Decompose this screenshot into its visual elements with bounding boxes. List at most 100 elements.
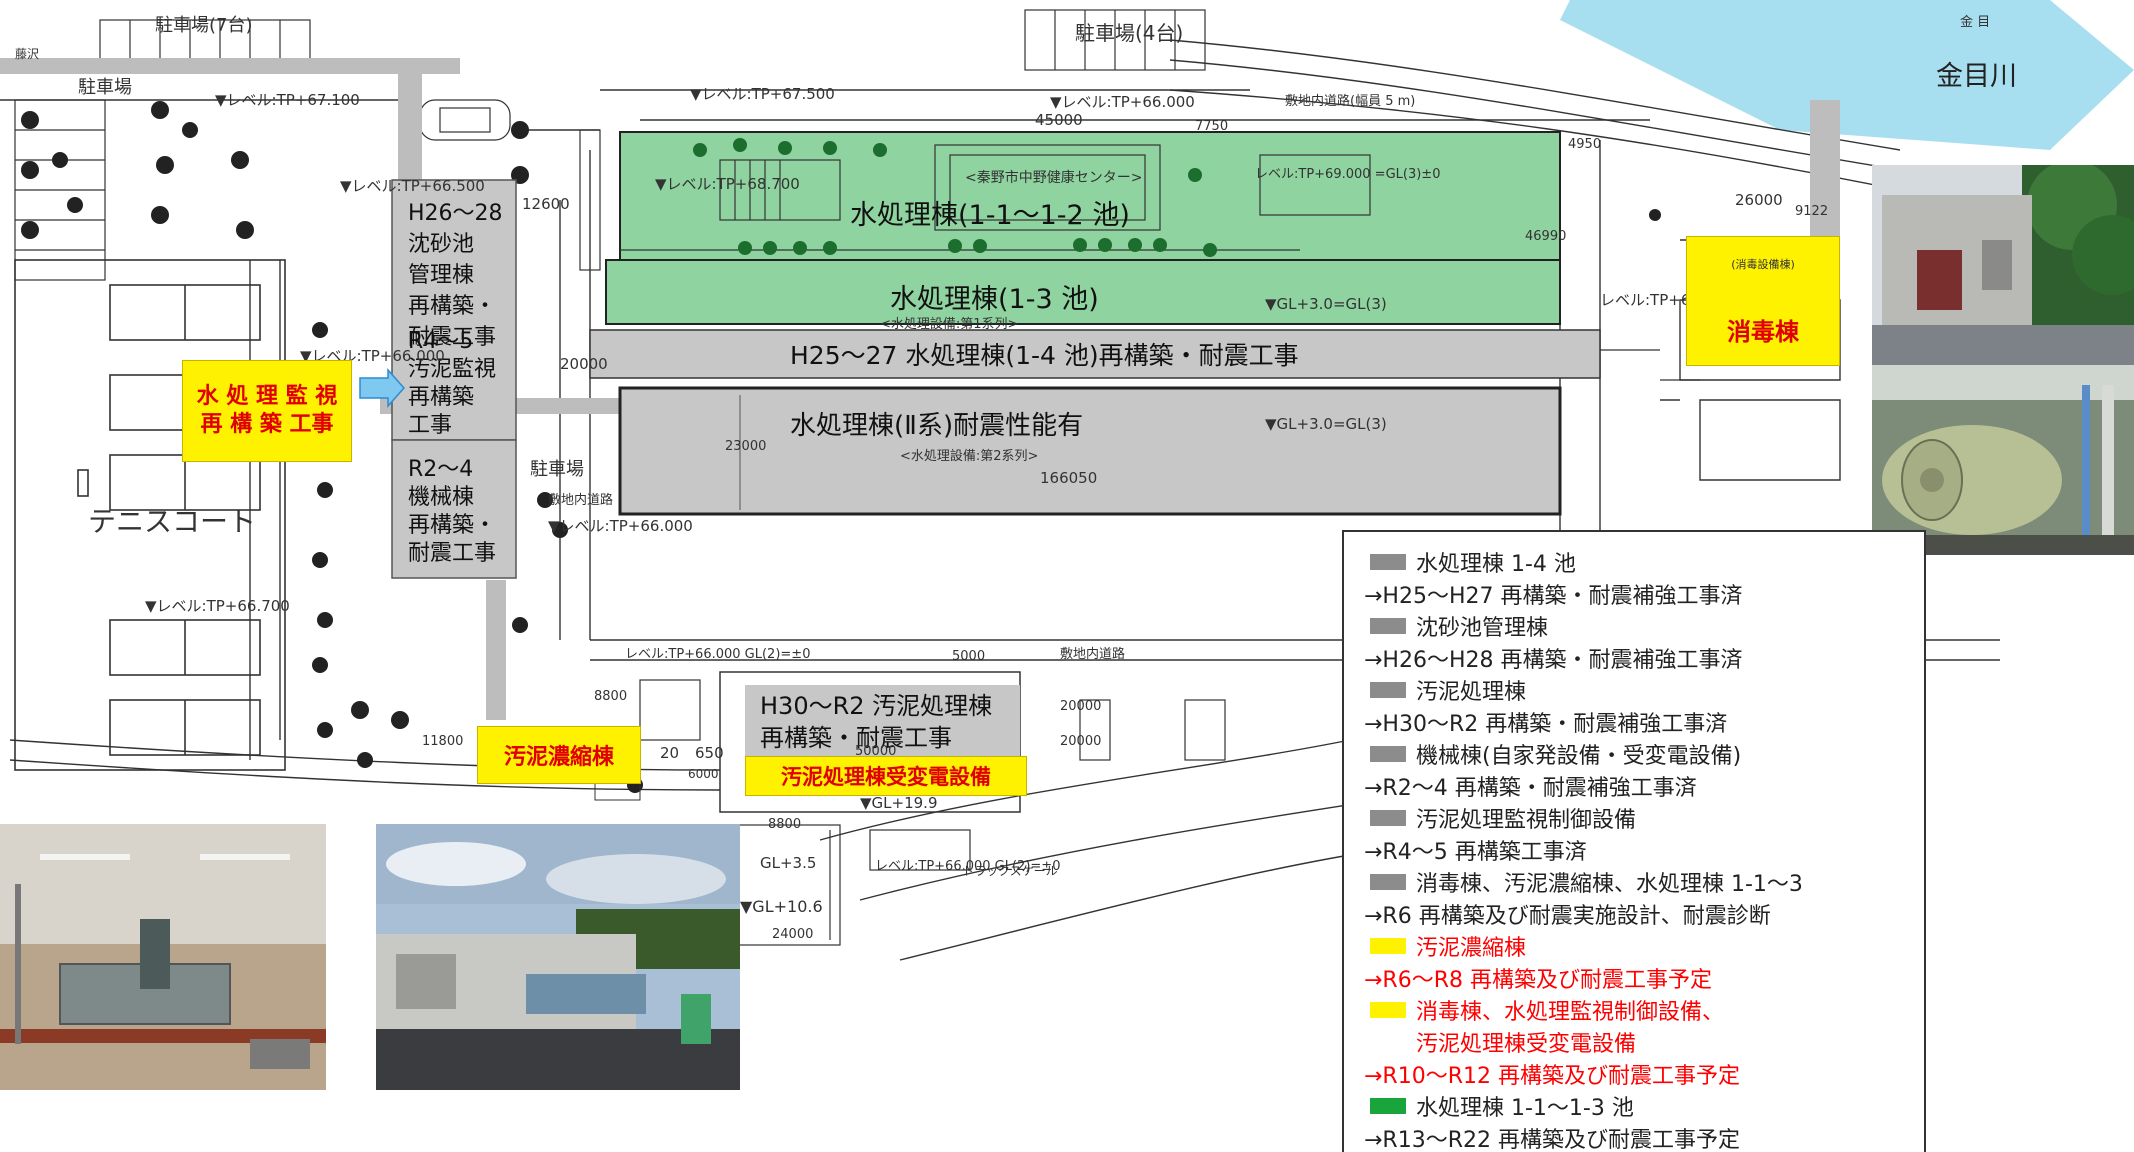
- water-treatment-1-1-2: [619, 131, 1561, 261]
- legend-label-3: 汚泥処理棟: [1416, 680, 1527, 705]
- sand-line-1: H26～28: [408, 201, 503, 226]
- legend-label-9: 水処理棟 1-1～1-3 池: [1416, 1096, 1634, 1121]
- photo-sludge-interior-art: [0, 824, 326, 1090]
- road-label-3: 敷地内道路: [548, 493, 614, 508]
- legend-label-6: 消毒棟、汚泥濃縮棟、水処理棟 1-1～3: [1416, 872, 1803, 897]
- label-water-system-2: 水処理棟(Ⅱ系)耐震性能有: [790, 411, 1084, 441]
- machine-line-2: 機械棟: [408, 485, 475, 510]
- label-parking-left: 駐車場: [78, 77, 132, 98]
- sludge-treatment-gray: [745, 685, 1020, 757]
- elev-3: ▼レベル:TP+66.000: [1050, 93, 1195, 111]
- legend-swatch-5: [1370, 810, 1406, 826]
- road-label-1: 敷地内道路(幅員 5 m): [1285, 94, 1416, 109]
- label-water-1-3: 水処理棟(1-3 池): [890, 284, 1099, 315]
- label-tennis-court: テニスコート: [88, 505, 257, 538]
- machine-line-1: R2～4: [408, 457, 474, 482]
- legend-note-9: →R13～R22 再構築及び耐震工事予定: [1364, 1128, 1740, 1152]
- photo-sludge-exterior-art: [376, 824, 740, 1090]
- legend-label-2: 沈砂池管理棟: [1416, 616, 1549, 641]
- dim-15: 20: [660, 744, 680, 762]
- plate-thickening: 汚泥濃縮棟: [477, 726, 641, 784]
- legend-item-2: 沈砂池管理棟: [1370, 610, 1548, 642]
- water-treatment-system-2: [618, 386, 1562, 516]
- legend-note-8: →R10～R12 再構築及び耐震工事予定: [1364, 1064, 1740, 1089]
- dim-14: 11800: [422, 734, 464, 749]
- legend-label-5: 汚泥処理監視制御設備: [1416, 808, 1637, 833]
- legend-item-6: 消毒棟、汚泥濃縮棟、水処理棟 1-1～3: [1370, 866, 1803, 898]
- dim-12: 20000: [1060, 734, 1102, 749]
- plate-water-monitor: 水 処 理 監 視 再 構 築 工事: [182, 360, 352, 462]
- dim-11: 20000: [560, 355, 608, 373]
- sludge-treat-line-2: 再構築・耐震工事: [760, 724, 952, 752]
- legend-swatch-2: [1370, 618, 1406, 634]
- legend-note-3: →H30～R2 再構築・耐震補強工事済: [1364, 712, 1728, 737]
- legend-item-7: 汚泥濃縮棟: [1370, 930, 1526, 962]
- dim-2: 7750: [1195, 119, 1229, 134]
- plate-substation: 汚泥処理棟受変電設備: [745, 756, 1027, 796]
- monitor-line-4: 工事: [408, 413, 453, 438]
- label-sludge-monitor: R4～5 汚泥監視 再構築 工事: [408, 328, 496, 440]
- label-sand-building: H26～28 沈砂池 管理棟 再構築・ 耐震工事: [408, 198, 503, 353]
- photo-disinfection-exterior: [1872, 165, 2134, 365]
- water-treatment-1-3: [605, 259, 1561, 325]
- label-parking-4: 駐車場(4台): [1075, 21, 1184, 45]
- legend-item-3: 汚泥処理棟: [1370, 674, 1526, 706]
- dim-6: 9122: [1795, 204, 1829, 219]
- legend-swatch-4: [1370, 746, 1406, 762]
- river-label: 金目川: [1936, 61, 2017, 92]
- elev-16: ▼GL+19.9: [860, 794, 938, 812]
- elev-2: ▼レベル:TP+67.100: [215, 91, 360, 109]
- label-water-1-3-sub: <水処理設備:第1系列>: [880, 317, 1019, 332]
- machine-line-3: 再構築・: [408, 513, 497, 538]
- legend-item-5: 汚泥処理監視制御設備: [1370, 802, 1636, 834]
- legend-label-7: 汚泥濃縮棟: [1416, 936, 1527, 961]
- plate-disinfection-label: 消毒棟: [1727, 317, 1799, 346]
- legend-panel: 水処理棟 1-4 池 →H25～H27 再構築・耐震補強工事済 沈砂池管理棟 →…: [1342, 530, 1926, 1152]
- dim-21: 8800: [768, 817, 802, 832]
- monitor-line-2: 汚泥監視: [408, 357, 497, 382]
- dim-22: 24000: [772, 927, 814, 942]
- elev-15: GL+3.5: [760, 854, 817, 872]
- elev-4: ▼レベル:TP+68.700: [655, 175, 800, 193]
- legend-item-4: 機械棟(自家発設備・受変電設備): [1370, 738, 1741, 770]
- dim-3: 4950: [1568, 137, 1602, 152]
- plate-disinfection: (消毒設備棟) 消毒棟: [1686, 236, 1840, 366]
- corridor-bottom: [486, 580, 506, 720]
- elev-11: レベル:TP+66.000 GL(2)=±0: [625, 647, 811, 662]
- elev-6: ▼レベル:TP+66.500: [340, 177, 485, 195]
- label-parking-7: 駐車場(7台): [155, 15, 253, 36]
- dim-20: 20000: [1060, 699, 1102, 714]
- corridor-vertical: [398, 60, 422, 180]
- label-center-name: <秦野市中野健康センター>: [965, 170, 1143, 186]
- monitor-line-3: 再構築: [408, 385, 475, 410]
- legend-swatch-7: [1370, 938, 1406, 954]
- label-machine-building: R2～4 機械棟 再構築・ 耐震工事: [408, 456, 496, 568]
- legend-swatch-9: [1370, 1098, 1406, 1114]
- sand-line-5: 耐震工事: [408, 325, 497, 350]
- legend-item-8: 消毒棟、水処理監視制御設備、: [1370, 994, 1724, 1026]
- dim-5: 26000: [1735, 191, 1783, 209]
- legend-swatch-8: [1370, 1002, 1406, 1018]
- dim-19: 5000: [952, 649, 986, 664]
- legend-label-8b: 汚泥処理棟受変電設備: [1416, 1032, 1637, 1057]
- elev-5: レベル:TP+69.000 =GL(3)±0: [1255, 167, 1441, 182]
- dim-9: 166050: [1040, 469, 1098, 487]
- legend-label-1: 水処理棟 1-4 池: [1416, 552, 1576, 577]
- water-treatment-1-4: [589, 329, 1601, 379]
- legend-swatch-6: [1370, 874, 1406, 890]
- arrow-marker: [359, 368, 406, 408]
- sand-line-2: 沈砂池: [408, 232, 475, 257]
- elev-10: ▼レベル:TP+66.700: [145, 597, 290, 615]
- dim-17: 6000: [688, 767, 719, 781]
- legend-note-2: →H26～H28 再構築・耐震補強工事済: [1364, 648, 1743, 673]
- legend-label-8: 消毒棟、水処理監視制御設備、: [1416, 1000, 1725, 1025]
- sand-line-3: 管理棟: [408, 263, 475, 288]
- legend-note-5: →R4～5 再構築工事済: [1364, 840, 1587, 865]
- sludge-treat-line-1: H30～R2 汚泥処理棟: [760, 692, 993, 720]
- dim-13: 8800: [594, 689, 628, 704]
- legend-label-4: 機械棟(自家発設備・受変電設備): [1416, 744, 1742, 769]
- river-top-label: 金 目: [1960, 15, 1991, 30]
- elev-1: ▼レベル:TP+67.500: [690, 85, 835, 103]
